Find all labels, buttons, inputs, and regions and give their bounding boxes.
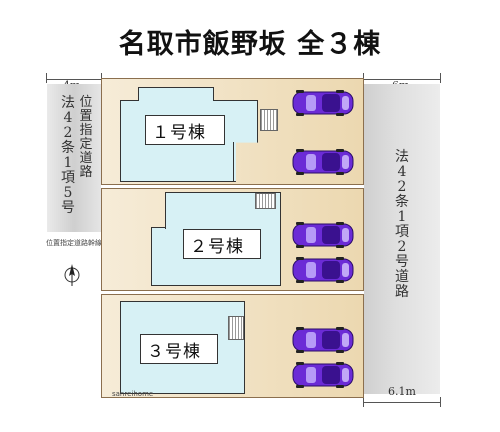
right-road-width-bottom: 6.1m (388, 385, 416, 398)
parked-car-icon (292, 149, 354, 175)
lot-divider-2 (101, 290, 364, 295)
parked-car-icon (292, 90, 354, 116)
house-2-inner-cover (166, 226, 280, 229)
house-2-label-box (183, 229, 261, 259)
watermark: sanreihome (112, 390, 154, 398)
right-road (364, 84, 440, 394)
left-road-label: 法42条1項5号 (61, 95, 75, 216)
house-3-label-box (140, 334, 218, 364)
parked-car-icon (292, 222, 354, 248)
lot-divider-1 (101, 184, 364, 189)
house-3-label: ３号棟 (147, 342, 201, 362)
house-1-top (138, 87, 214, 101)
left-road (47, 84, 101, 232)
house-3-entry-steps (228, 316, 244, 340)
house-1-entry-steps (260, 109, 278, 131)
parked-car-icon (292, 362, 354, 388)
parked-car-icon (292, 327, 354, 353)
left-road-note: 位置指定道路幹線 (46, 239, 102, 247)
right-dim-tick-right (440, 73, 441, 83)
right-bottom-tick-left (363, 397, 364, 407)
house-2-entry-steps (255, 193, 276, 209)
right-dim-line (363, 79, 440, 80)
parked-car-icon (292, 257, 354, 283)
left-road-sublabel: 位置指定道路 (79, 95, 93, 180)
house-1-right-notch (233, 142, 234, 182)
right-bottom-dim-line (363, 402, 440, 403)
page-title: 名取市飯野坂 全３棟 (118, 29, 382, 60)
right-road-label: 法42条1項2号道路 (395, 149, 409, 300)
left-dim-line (46, 79, 102, 80)
house-1-label: １号棟 (152, 123, 206, 143)
north-arrow-icon (62, 262, 82, 288)
right-bottom-tick-right (440, 397, 441, 407)
left-dim-tick-left (46, 73, 47, 83)
house-2-label: ２号棟 (190, 237, 244, 257)
house-1-label-box (145, 115, 225, 145)
site-outline (101, 78, 364, 398)
